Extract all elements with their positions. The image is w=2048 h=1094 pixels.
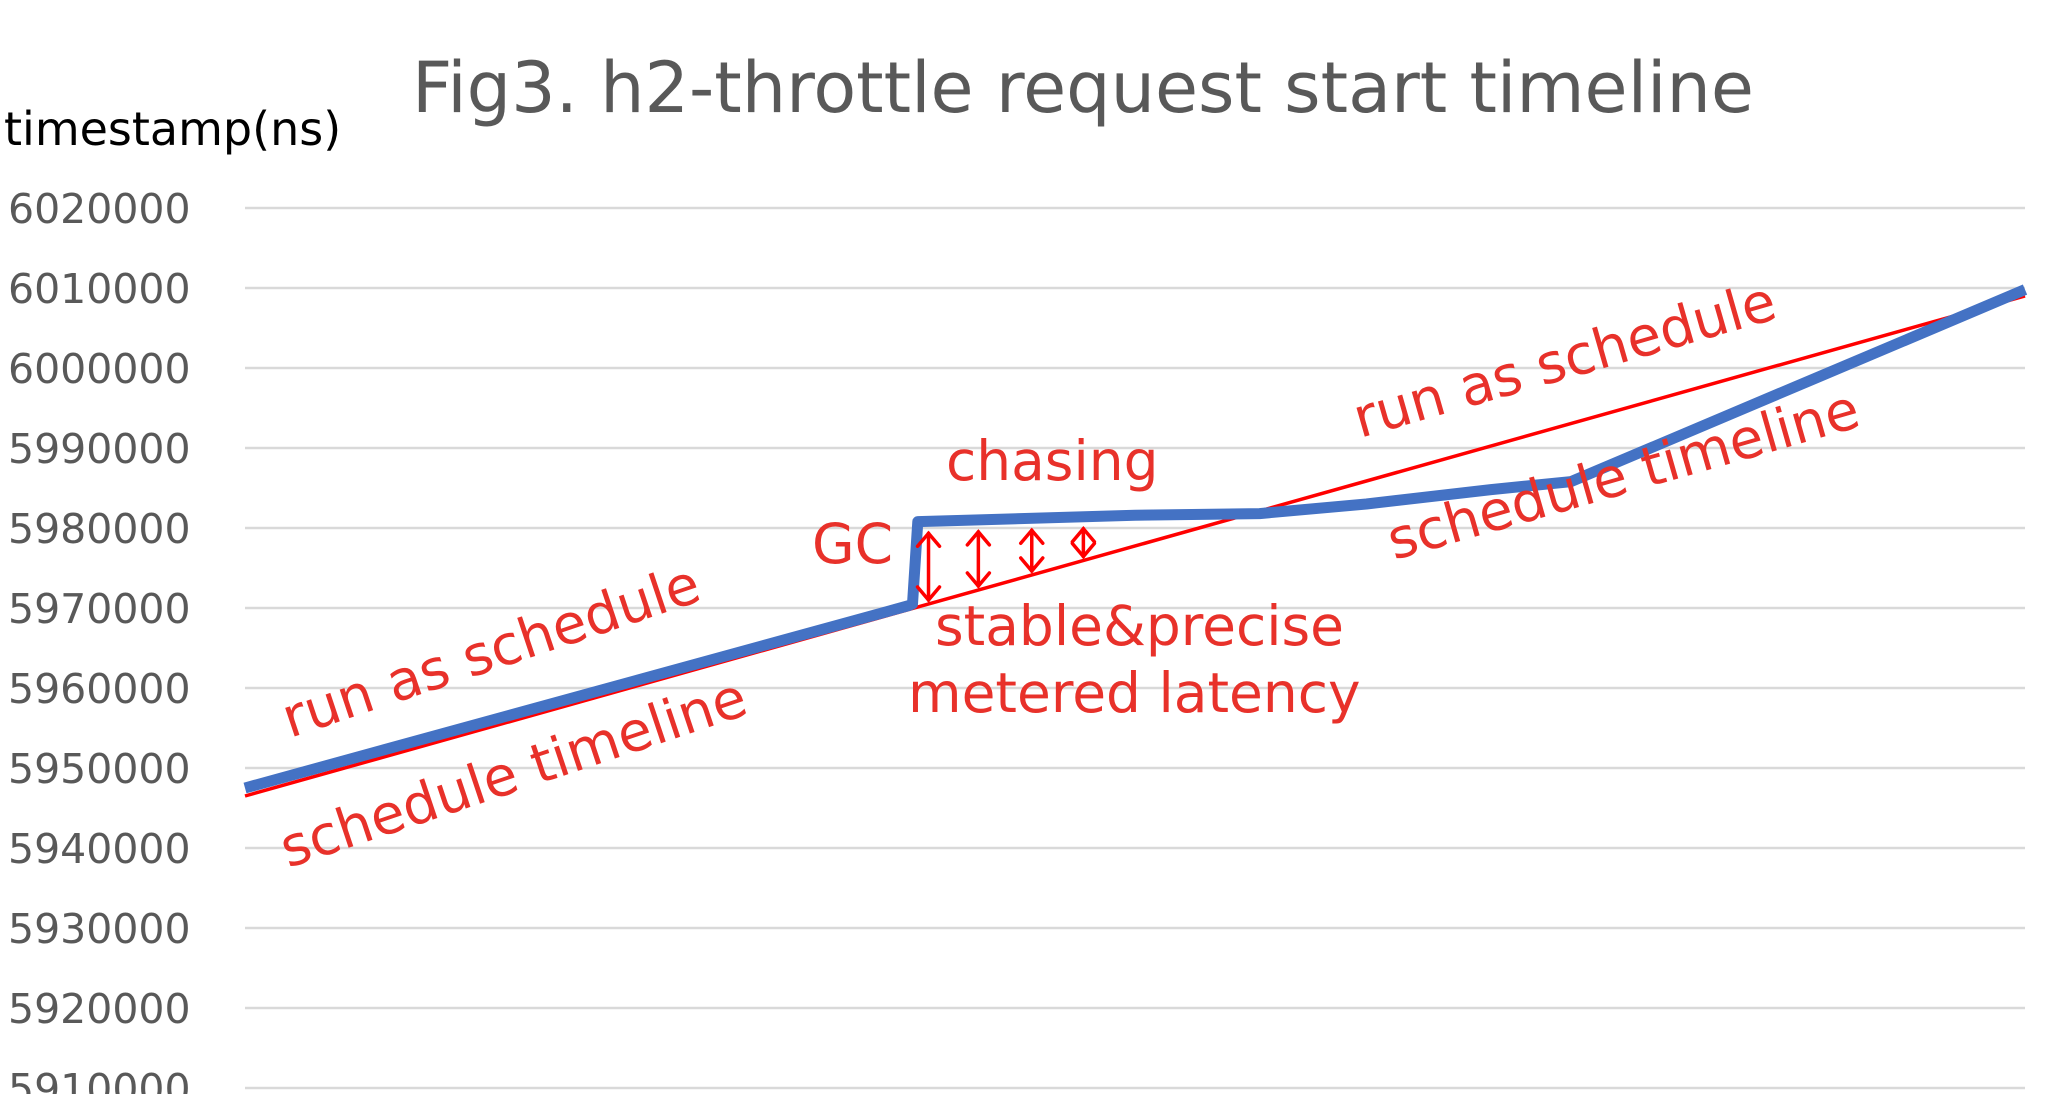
- latency-arrow-head-up: [1070, 526, 1097, 544]
- latency-arrow-head-up: [965, 529, 992, 547]
- latency-arrow-head-up: [1019, 527, 1045, 546]
- latency-arrow-1: [915, 530, 942, 603]
- chart-title: Fig3. h2-throttle request start timeline: [412, 47, 1754, 129]
- y-tick-label-5940000: 5940000: [8, 825, 191, 873]
- series-schedule-timeline: [244, 294, 2026, 798]
- annotation-gc: GC: [812, 512, 893, 576]
- y-tick-label-5910000: 5910000: [8, 1065, 191, 1094]
- series-actual-start-timeline: [243, 284, 2028, 794]
- y-tick-label-6010000: 6010000: [8, 265, 191, 313]
- y-tick-labels: 6020000 6010000 6000000 5990000 5980000 59700…: [8, 185, 191, 1094]
- latency-arrow-4: [1070, 526, 1097, 560]
- latency-arrows: [915, 526, 1097, 603]
- annotation-chasing: chasing: [946, 429, 1159, 493]
- y-axis-label: timestamp(ns): [4, 102, 341, 156]
- y-tick-label-6020000: 6020000: [8, 185, 191, 233]
- latency-arrow-head-up: [915, 530, 942, 549]
- y-tick-label-6000000: 6000000: [8, 345, 191, 393]
- gridlines: [245, 206, 2025, 1090]
- latency-arrow-head-down: [1019, 556, 1045, 574]
- latency-arrow-head-down: [1070, 541, 1097, 560]
- y-tick-label-5980000: 5980000: [8, 505, 191, 553]
- y-tick-label-5990000: 5990000: [8, 425, 191, 473]
- latency-arrow-head-down: [965, 571, 992, 589]
- series-lines: [243, 284, 2028, 798]
- y-tick-label-5950000: 5950000: [8, 745, 191, 793]
- latency-arrow-head-down: [915, 585, 942, 603]
- y-tick-label-5920000: 5920000: [8, 985, 191, 1033]
- latency-arrow-3: [1019, 527, 1045, 574]
- annotations: run as schedule schedule timeline GC cha…: [272, 269, 1866, 881]
- y-tick-label-5970000: 5970000: [8, 585, 191, 633]
- latency-arrow-2: [965, 529, 992, 589]
- annotation-stable-precise: stable&precise: [935, 594, 1344, 658]
- y-tick-label-5960000: 5960000: [8, 665, 191, 713]
- y-tick-label-5930000: 5930000: [8, 905, 191, 953]
- annotation-metered-latency: metered latency: [908, 661, 1361, 725]
